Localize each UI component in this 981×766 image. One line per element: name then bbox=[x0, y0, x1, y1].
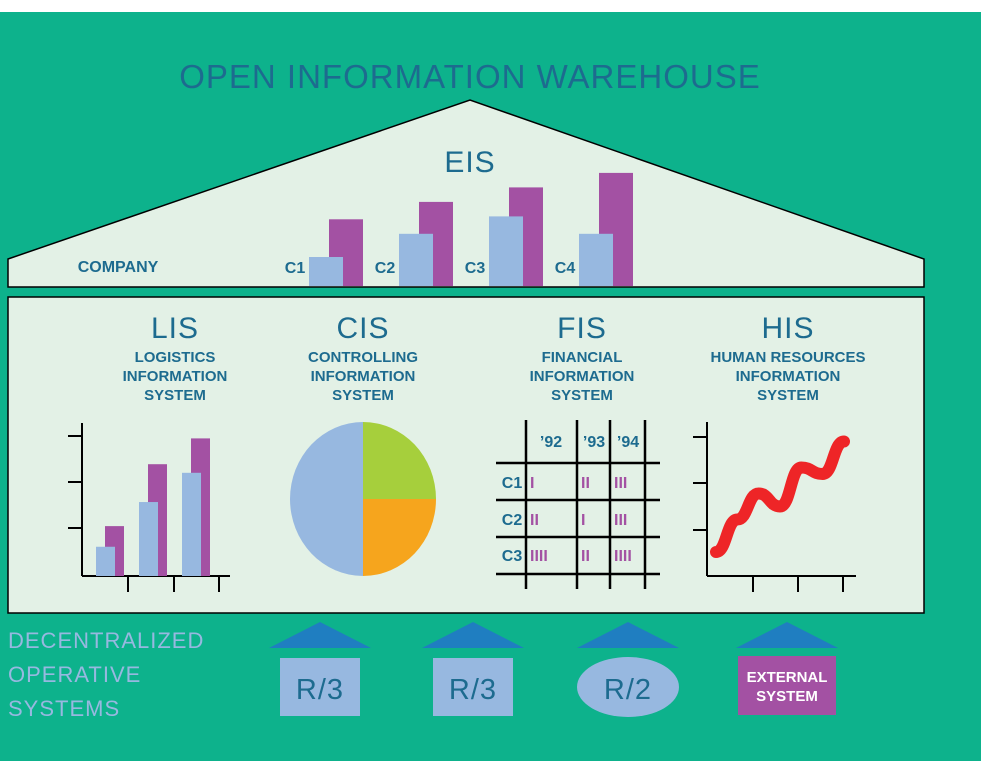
eis-bar-label: C1 bbox=[285, 260, 306, 277]
fis-year-header: ’93 bbox=[583, 434, 605, 451]
decentralized-label-line: OPERATIVE bbox=[8, 662, 141, 687]
system-box bbox=[433, 658, 513, 716]
module-abbr: CIS bbox=[336, 312, 389, 345]
eis-bar-label: C4 bbox=[555, 260, 576, 277]
fis-year-header: ’92 bbox=[540, 434, 562, 451]
system-ellipse bbox=[577, 657, 679, 717]
decentralized-label-line: DECENTRALIZED bbox=[8, 628, 204, 653]
fis-cell: IIII bbox=[530, 548, 548, 565]
up-arrow bbox=[422, 622, 524, 648]
module-name-line: FINANCIAL bbox=[542, 349, 623, 366]
eis-bar-chart: C1 C2 C3 C4 bbox=[285, 172, 633, 286]
eis-label: EIS bbox=[444, 146, 495, 179]
module-name-line: LOGISTICS bbox=[135, 349, 216, 366]
lis-bar-light bbox=[96, 546, 115, 576]
module-name-line: SYSTEM bbox=[757, 387, 819, 404]
company-label: COMPANY bbox=[78, 259, 159, 276]
up-arrow bbox=[269, 622, 371, 648]
pie-slice-blue bbox=[290, 422, 363, 576]
module-his: HIS HUMAN RESOURCES INFORMATION SYSTEM bbox=[710, 312, 865, 404]
external-system-label-line: EXTERNAL bbox=[747, 669, 828, 686]
module-lis: LIS LOGISTICS INFORMATION SYSTEM bbox=[123, 312, 228, 404]
decentralized-label-line: SYSTEMS bbox=[8, 696, 120, 721]
module-fis: FIS FINANCIAL INFORMATION SYSTEM bbox=[530, 312, 635, 404]
eis-bar-light bbox=[399, 233, 433, 286]
module-name-line: SYSTEM bbox=[551, 387, 613, 404]
module-name-line: INFORMATION bbox=[736, 368, 841, 385]
eis-bar-light bbox=[309, 257, 343, 286]
fis-row-label: C2 bbox=[502, 512, 523, 529]
module-name-line: HUMAN RESOURCES bbox=[710, 349, 865, 366]
his-trend-line bbox=[710, 435, 850, 558]
eis-bar-label: C2 bbox=[375, 260, 396, 277]
pie-slice-green bbox=[363, 422, 436, 499]
fis-cell: I bbox=[581, 512, 585, 529]
up-arrow bbox=[577, 622, 679, 648]
external-system-box bbox=[738, 656, 836, 715]
module-name-line: INFORMATION bbox=[530, 368, 635, 385]
fis-row-label: C3 bbox=[502, 548, 523, 565]
module-name-line: CONTROLLING bbox=[308, 349, 418, 366]
module-abbr: HIS bbox=[761, 312, 814, 345]
lis-bar-light bbox=[139, 502, 158, 576]
eis-bar-light bbox=[489, 216, 523, 286]
module-name-line: SYSTEM bbox=[144, 387, 206, 404]
module-name-line: INFORMATION bbox=[123, 368, 228, 385]
fis-cell: I bbox=[530, 475, 534, 492]
cis-pie-chart bbox=[290, 422, 436, 576]
fis-cell: III bbox=[614, 512, 627, 529]
system-box bbox=[280, 658, 360, 716]
page-title: OPEN INFORMATION WAREHOUSE bbox=[179, 58, 761, 95]
system-label: R/3 bbox=[449, 674, 497, 706]
pie-slice-orange bbox=[363, 499, 436, 576]
module-abbr: LIS bbox=[151, 312, 199, 345]
module-name-line: SYSTEM bbox=[332, 387, 394, 404]
module-abbr: FIS bbox=[557, 312, 607, 345]
lis-bar-light bbox=[182, 472, 201, 576]
external-system-label-line: SYSTEM bbox=[756, 688, 818, 705]
fis-cell: II bbox=[530, 512, 539, 529]
fis-cell: II bbox=[581, 475, 590, 492]
roof-panel bbox=[7, 99, 925, 288]
eis-bar-light bbox=[579, 233, 613, 286]
system-label: R/3 bbox=[296, 674, 344, 706]
fis-cell: IIII bbox=[614, 548, 632, 565]
fis-year-header: ’94 bbox=[617, 434, 639, 451]
operative-systems: R/3 R/3 R/2 EXTERNAL SYSTEM bbox=[269, 622, 838, 717]
his-trend-chart bbox=[693, 422, 856, 592]
lis-bar-chart bbox=[68, 423, 230, 592]
eis-bar-label: C3 bbox=[465, 260, 486, 277]
fis-cell: III bbox=[614, 475, 627, 492]
up-arrow bbox=[736, 622, 838, 648]
module-cis: CIS CONTROLLING INFORMATION SYSTEM bbox=[308, 312, 418, 404]
decentralized-label: DECENTRALIZED OPERATIVE SYSTEMS bbox=[8, 628, 204, 721]
system-label: R/2 bbox=[604, 674, 652, 706]
fis-row-label: C1 bbox=[502, 475, 523, 492]
fis-cell: II bbox=[581, 548, 590, 565]
module-name-line: INFORMATION bbox=[311, 368, 416, 385]
